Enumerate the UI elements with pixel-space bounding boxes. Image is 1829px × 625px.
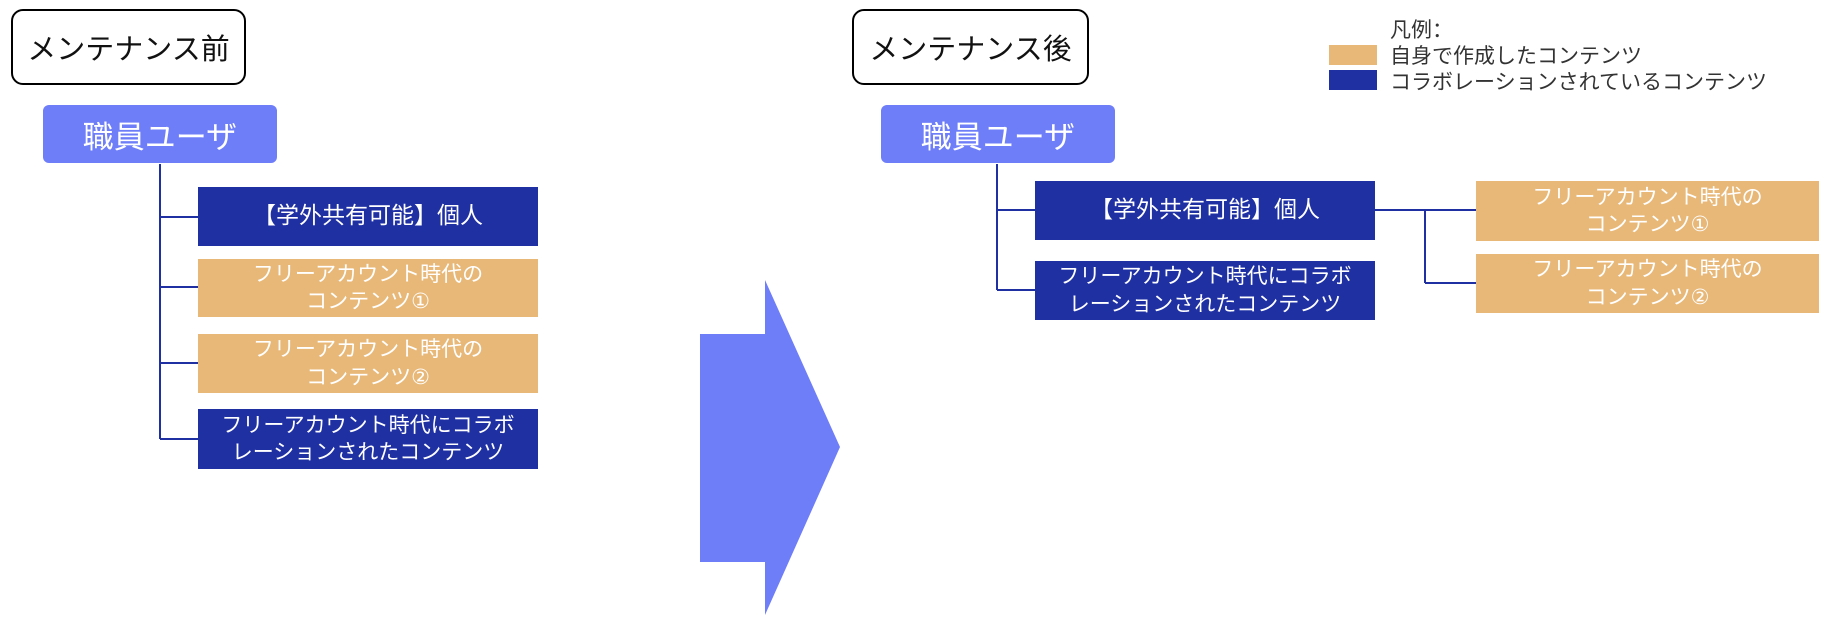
before-root-user: 職員ユーザ [43, 105, 277, 163]
node-line: フリーアカウント時代の [1532, 184, 1763, 209]
node-line: レーションされたコンテンツ [231, 440, 505, 464]
node-line: フリーアカウント時代にコラボ [1058, 264, 1352, 289]
node-line: コンテンツ① [1585, 212, 1710, 236]
after-node-collab-content: フリーアカウント時代にコラボ レーションされたコンテンツ [1035, 261, 1375, 320]
before-node-collab-content: フリーアカウント時代にコラボ レーションされたコンテンツ [198, 409, 538, 469]
node-line: フリーアカウント時代にコラボ [221, 412, 515, 437]
transition-arrow [700, 280, 840, 615]
after-root-user: 職員ユーザ [881, 105, 1115, 163]
before-node-free-content-1: フリーアカウント時代の コンテンツ① [198, 259, 538, 317]
after-title: メンテナンス後 [869, 32, 1072, 66]
legend-own-label: 自身で作成したコンテンツ [1390, 44, 1642, 68]
before-title: メンテナンス前 [27, 32, 230, 66]
node-line: 【学外共有可能】個人 [253, 202, 483, 229]
node-line: コンテンツ② [306, 364, 430, 389]
node-line: フリーアカウント時代の [252, 337, 484, 362]
before-node-free-content-2: フリーアカウント時代の コンテンツ② [198, 334, 538, 393]
legend-title: 凡例： [1390, 18, 1453, 42]
node-line: レーションされたコンテンツ [1068, 291, 1342, 316]
after-child-free-content-2: フリーアカウント時代の コンテンツ② [1476, 254, 1819, 313]
before-node-personal: 【学外共有可能】個人 [198, 187, 538, 246]
after-tree-connector [996, 164, 1035, 291]
after-personal-children-connector [1375, 209, 1476, 284]
node-line: コンテンツ① [306, 289, 430, 313]
node-line: コンテンツ② [1585, 284, 1710, 309]
node-line: フリーアカウント時代の [252, 261, 484, 286]
legend-collab-label: コラボレーションされているコンテンツ [1390, 70, 1767, 94]
legend-collab-swatch [1329, 70, 1377, 90]
legend-own-swatch [1329, 45, 1377, 65]
after-title-box: メンテナンス後 [852, 9, 1089, 85]
after-node-personal: 【学外共有可能】個人 [1035, 181, 1375, 240]
after-child-free-content-1: フリーアカウント時代の コンテンツ① [1476, 181, 1819, 241]
before-tree-connector [159, 164, 198, 440]
node-line: フリーアカウント時代の [1532, 257, 1763, 282]
node-line: 【学外共有可能】個人 [1090, 196, 1320, 223]
before-title-box: メンテナンス前 [11, 9, 246, 85]
before-root-label: 職員ユーザ [82, 119, 238, 156]
after-root-label: 職員ユーザ [920, 119, 1076, 156]
